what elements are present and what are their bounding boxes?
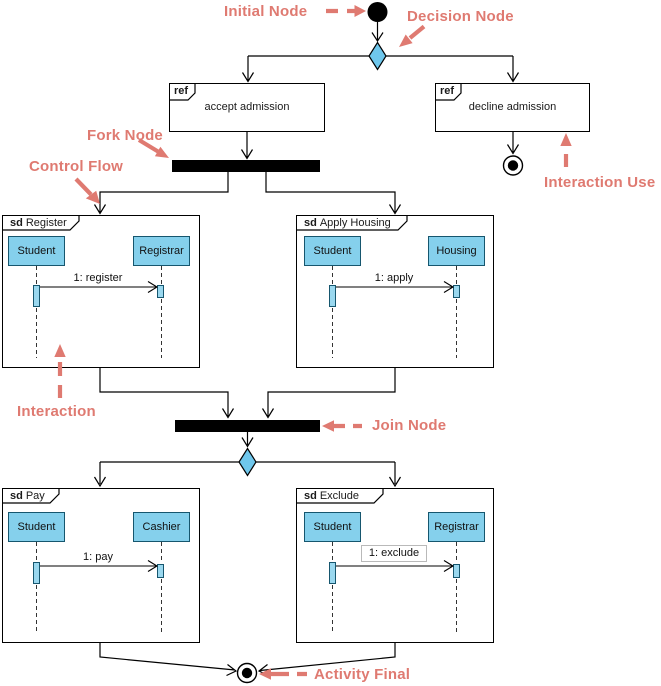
edge-to-pay: [93, 462, 107, 488]
activation-bar: [329, 562, 336, 584]
arrowhead-left-icon: [259, 668, 271, 680]
arrowhead-right-icon: [354, 5, 366, 17]
initial-node: [367, 2, 388, 22]
edge-to-exclude: [388, 462, 402, 488]
arrowhead-left-icon: [322, 420, 334, 432]
edge-register-to-join: [99, 368, 235, 419]
activation-bar: [157, 285, 164, 298]
final-node-dot: [507, 160, 519, 171]
lifeline-head: Cashier: [133, 512, 190, 542]
ref-tab-label: ref: [440, 85, 455, 97]
edge-fork-to-register: [93, 172, 229, 215]
message-label: 1: register: [73, 272, 123, 284]
ref-tab-label: ref: [174, 85, 189, 97]
edge-pay-to-final: [99, 643, 238, 677]
ref-node-label: accept admission: [204, 101, 290, 113]
annotation-decision-node: Decision Node: [407, 8, 514, 25]
arrowhead-downright-icon: [154, 146, 169, 158]
join-node-bar: [175, 420, 320, 432]
activation-bar: [33, 285, 40, 307]
annotation-fork-node: Fork Node: [87, 127, 163, 144]
edge-join-to-decision2: [241, 432, 254, 448]
annotation-join-node: Join Node: [372, 417, 447, 434]
annotation-interaction-use: Interaction Use: [544, 174, 656, 191]
message-label: 1: pay: [83, 551, 113, 563]
arrowhead-downleft-icon: [399, 34, 413, 47]
annotation-activity-final: Activity Final: [314, 666, 411, 683]
activity-final-node: [236, 662, 258, 684]
lifeline-head: Housing: [428, 236, 485, 266]
final-node-ring: [502, 155, 524, 176]
edge-apply-housing-to-join: [261, 368, 396, 419]
decision-node-pointer: [408, 24, 426, 40]
edge-to-accept: [241, 56, 255, 83]
activation-bar: [33, 562, 40, 584]
annotation-control-flow: Control Flow: [29, 158, 124, 175]
final-node-decline: [502, 155, 524, 176]
edge-decline-to-final: [506, 132, 520, 155]
activation-bar: [453, 285, 460, 298]
arrowhead: [371, 32, 384, 43]
activation-bar: [329, 285, 336, 307]
lifeline-head: Student: [304, 236, 361, 266]
edge-fork-to-apply-housing: [265, 172, 402, 215]
lifeline-head: Registrar: [428, 512, 485, 542]
lifeline-head: Student: [8, 512, 65, 542]
decision-node-bottom: [238, 447, 257, 477]
decision-node-top: [368, 41, 387, 71]
arrowhead-downright-icon: [85, 190, 100, 204]
annotation-interaction: Interaction: [17, 403, 96, 420]
final-node-ring: [236, 662, 258, 684]
edge-to-decline: [506, 56, 520, 83]
lifeline-head: Student: [304, 512, 361, 542]
activation-bar: [157, 564, 164, 578]
lifeline-head: Student: [8, 236, 65, 266]
message-label: 1: apply: [374, 272, 414, 284]
edge-accept-to-fork: [240, 132, 254, 160]
lifeline-head: Registrar: [133, 236, 190, 266]
final-node-dot: [241, 667, 253, 679]
annotation-initial-node: Initial Node: [224, 3, 308, 20]
ref-node-label: decline admission: [468, 101, 557, 113]
activation-bar: [453, 564, 460, 578]
fork-node-bar: [172, 160, 320, 172]
arrowhead-up-icon: [560, 133, 572, 146]
control-flow-pointer: [74, 177, 93, 196]
message-label: 1: exclude: [336, 545, 452, 562]
